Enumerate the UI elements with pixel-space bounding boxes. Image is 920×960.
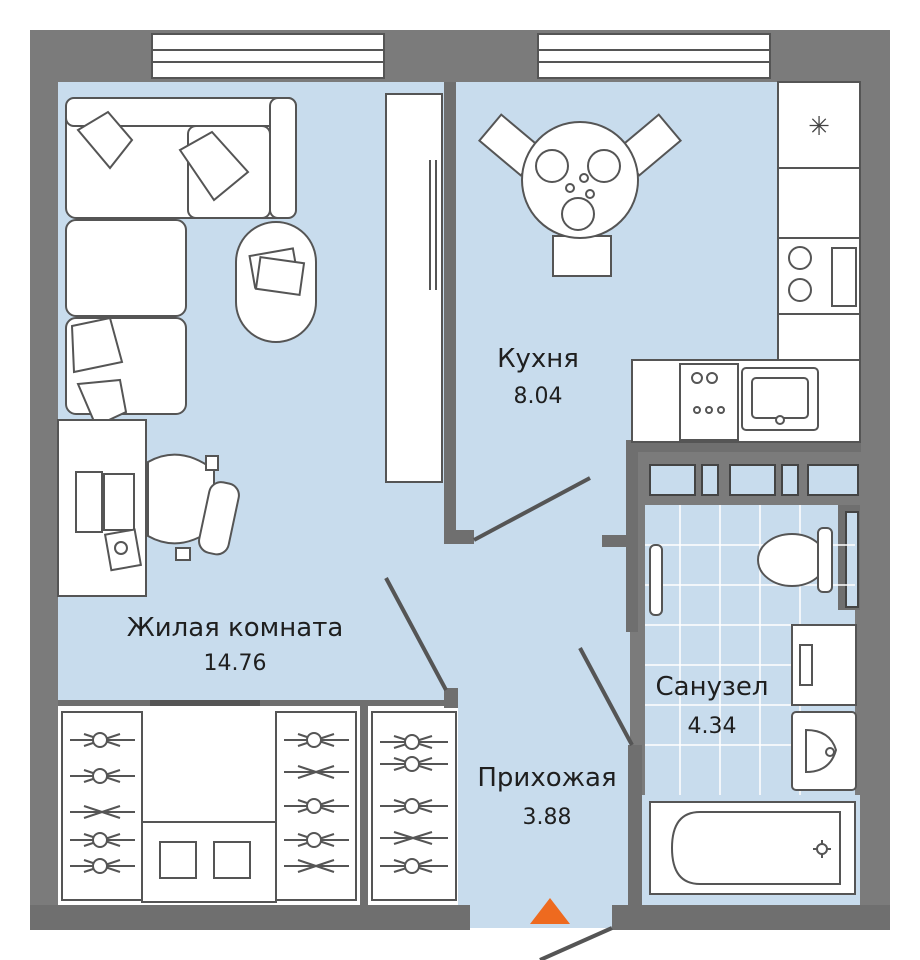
wall-living-kitchen <box>444 82 456 540</box>
room-name-living: Жилая комната <box>126 613 344 643</box>
desk <box>57 419 240 597</box>
fridge-snowflake-icon: ✳ <box>808 112 830 142</box>
hallway-floor <box>448 540 630 928</box>
doors <box>384 476 634 960</box>
room-name-bathroom: Санузел <box>655 672 769 702</box>
coffee-table <box>235 221 317 343</box>
bathtub <box>649 801 856 895</box>
room-area-living: 14.76 <box>203 651 267 676</box>
window-kitchen <box>537 33 771 79</box>
toilet <box>649 527 833 616</box>
room-label-living: Жилая комната 14.76 <box>112 615 358 675</box>
room-name-hallway: Прихожая <box>477 763 617 793</box>
wall-bottom-right <box>612 905 890 930</box>
vent-blocks <box>649 464 859 608</box>
wall-bottom-left <box>30 905 470 930</box>
room-name-kitchen: Кухня <box>497 344 579 374</box>
sofa <box>65 97 297 428</box>
room-label-kitchen: Кухня 8.04 <box>468 346 608 408</box>
windows <box>151 33 771 79</box>
wardrobe-living <box>385 93 443 483</box>
bottom-outside-left <box>0 930 920 960</box>
wardrobes <box>61 700 457 903</box>
dining-table <box>477 113 683 277</box>
wall-stub-1 <box>444 530 474 544</box>
room-label-hallway: Прихожая 3.88 <box>462 765 632 829</box>
wall-bath-lower <box>628 745 642 905</box>
window-living <box>151 33 385 79</box>
wall-hall-stub <box>444 688 458 708</box>
room-area-bathroom: 4.34 <box>687 714 737 739</box>
entrance-arrow-icon <box>530 898 570 924</box>
wall-bath-stub <box>602 535 638 547</box>
wall-wardrobe-mid <box>360 706 368 906</box>
room-area-hallway: 3.88 <box>522 805 572 830</box>
kitchen-counters <box>631 81 861 443</box>
bath-fixtures <box>791 624 857 791</box>
room-label-bathroom: Санузел 4.34 <box>642 674 782 738</box>
room-area-kitchen: 8.04 <box>513 384 563 409</box>
